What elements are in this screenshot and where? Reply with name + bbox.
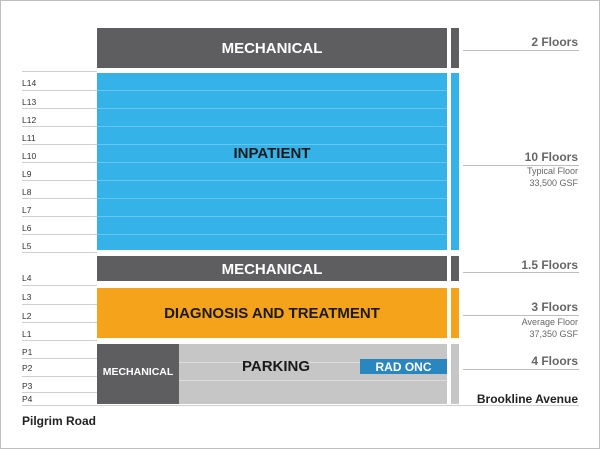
floor-line [22,304,97,305]
floor-label-l10: L10 [22,151,37,161]
floor-label-l8: L8 [22,187,32,197]
floor-line [22,340,97,341]
rad-onc-label: RAD ONC [375,360,432,374]
floor-line [22,71,97,72]
separator-line [463,315,579,316]
separator-line [463,272,579,273]
floor-line [22,392,97,393]
floor-label-p4: P4 [22,394,33,404]
mechanical-top-block: MECHANICAL [97,28,447,68]
mechanical-mid-floors: 1.5 Floors [521,258,578,272]
diagnosis-floors: 3 Floors [531,300,578,314]
mechanical-top-floors: 2 Floors [531,35,578,49]
floor-line [22,126,97,127]
parking-label: PARKING [242,358,311,375]
mechanical-mid-block: MECHANICAL [97,256,447,281]
mechanical-bottom-label: MECHANICAL [102,366,174,378]
floor-label-p1: P1 [22,347,33,357]
floor-line [22,322,97,323]
floor-line [22,285,97,286]
inpatient-typical-floor: Typical Floor [526,166,578,176]
floor-line [22,144,97,145]
floor-line [22,162,97,163]
floor-label-l11: L11 [22,133,36,143]
floor-line [22,252,97,253]
floor-label-l3: L3 [22,292,32,302]
inpatient-gsf: 33,500 GSF [529,178,578,188]
floor-line [22,358,97,359]
diagnosis-label: DIAGNOSIS AND TREATMENT [164,305,380,322]
diagnosis-block: DIAGNOSIS AND TREATMENT [97,288,447,338]
floor-line [22,234,97,235]
street-label-left: Pilgrim Road [22,414,97,428]
floor-line [22,198,97,199]
floor-label-l4: L4 [22,273,32,283]
rad-onc-block: RAD ONC [360,359,447,374]
parking-floors: 4 Floors [531,354,578,368]
inpatient-block: INPATIENT [97,73,447,250]
floor-label-l12: L12 [22,115,37,125]
separator-line [463,50,579,51]
street-label-right: Brookline Avenue [476,392,578,406]
floor-line [22,90,97,91]
mechanical-bottom-block: MECHANICAL [97,344,179,404]
mechanical-mid-strip [451,256,459,281]
floor-label-l6: L6 [22,223,32,233]
ground-line [22,405,579,406]
inpatient-floors: 10 Floors [524,150,578,164]
mechanical-top-label: MECHANICAL [221,40,323,57]
floor-label-l14: L14 [22,78,37,88]
floor-line [22,180,97,181]
mechanical-top-strip [451,28,459,68]
diagnosis-gsf: 37,350 GSF [529,329,578,339]
inpatient-strip [451,73,459,250]
separator-line [463,165,579,166]
floor-label-l7: L7 [22,205,32,215]
floor-label-l5: L5 [22,241,32,251]
floor-line [22,376,97,377]
diagnosis-average-floor: Average Floor [521,317,578,327]
floor-line [22,108,97,109]
parking-strip [451,344,459,404]
floor-line [22,216,97,217]
floor-label-l13: L13 [22,97,37,107]
floor-label-l1: L1 [22,329,32,339]
floor-label-l2: L2 [22,311,32,321]
floor-label-l9: L9 [22,169,32,179]
diagnosis-strip [451,288,459,338]
inpatient-label: INPATIENT [233,145,311,162]
floor-label-p2: P2 [22,363,33,373]
floor-label-p3: P3 [22,381,33,391]
mechanical-mid-label: MECHANICAL [221,261,323,278]
separator-line [463,369,579,370]
